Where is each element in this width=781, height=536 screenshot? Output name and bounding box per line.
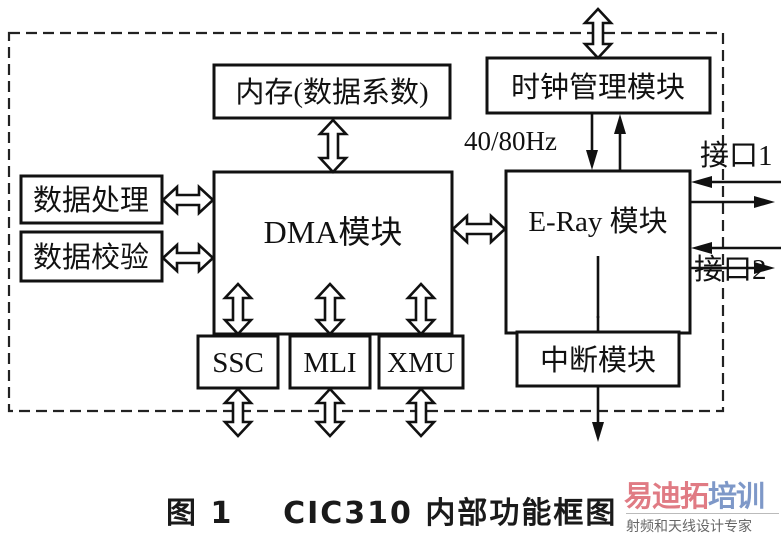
ssc-label: SSC <box>212 347 264 379</box>
eray-block: E-Ray 模块 <box>504 169 692 335</box>
clock-management-block: 时钟管理模块 <box>485 56 712 115</box>
dma-xmu-bus-arrow <box>405 282 437 336</box>
dma-block-label: DMA模块 <box>264 214 403 250</box>
watermark-tagline: 射频和天线设计专家 <box>626 519 752 535</box>
clock-to-eray-arrow <box>586 113 598 170</box>
dma-mli-bus-arrow <box>314 282 346 336</box>
data-processing-block: 数据处理 <box>19 174 164 225</box>
mli-block: MLI <box>288 334 372 390</box>
interface2-in-arrow <box>691 242 781 254</box>
interrupt-block-label: 中断模块 <box>540 344 656 377</box>
memory-block: 内存(数据系数) <box>212 63 452 120</box>
interface1-label: 接口1 <box>700 139 773 172</box>
watermark-divider <box>626 513 779 514</box>
mli-external-bus-arrow <box>314 387 346 438</box>
eray-block-label: E-Ray 模块 <box>528 205 667 238</box>
eray-to-clock-arrow <box>614 114 626 171</box>
memory-block-label: 内存(数据系数) <box>235 76 428 109</box>
data-check-dma-bus-arrow <box>161 242 215 274</box>
interface1-in-arrow <box>691 176 781 188</box>
interface1-out-arrow <box>690 196 775 208</box>
bus-arrows <box>161 7 614 438</box>
mli-label: MLI <box>303 347 356 379</box>
clock-frequency-label: 40/80Hz <box>464 126 557 156</box>
external-clock-bus-arrow <box>582 7 614 60</box>
watermark-brand-part1: 易迪拓 <box>624 479 709 513</box>
clock-management-label: 时钟管理模块 <box>511 71 685 104</box>
interface2-out-arrow <box>690 262 775 274</box>
figure-caption: 图 1 CIC310 内部功能框图 <box>166 488 617 532</box>
memory-dma-bus-arrow <box>317 118 349 174</box>
interrupt-block: 中断模块 <box>515 330 681 388</box>
watermark: 易迪拓培训 射频和天线设计专家 <box>624 480 781 536</box>
ssc-block: SSC <box>196 334 280 390</box>
xmu-block: XMU <box>377 334 465 390</box>
data-check-block: 数据校验 <box>19 230 164 283</box>
data-processing-label: 数据处理 <box>33 184 149 217</box>
xmu-external-bus-arrow <box>405 387 437 438</box>
ssc-external-bus-arrow <box>222 387 254 438</box>
chip-boundary <box>7 31 725 413</box>
data-processing-dma-bus-arrow <box>161 184 215 216</box>
watermark-brand: 易迪拓培训 <box>624 480 781 512</box>
xmu-label: XMU <box>387 347 455 379</box>
interrupt-output-arrow <box>592 386 604 442</box>
dma-eray-bus-arrow <box>451 213 507 245</box>
figure-title: CIC310 内部功能框图 <box>283 496 618 531</box>
data-check-label: 数据校验 <box>33 241 149 274</box>
block-diagram: 内存(数据系数) 时钟管理模块 DMA模块 E-Ray 模块 数据处理 数据校验… <box>7 7 781 442</box>
dma-ssc-bus-arrow <box>222 282 254 336</box>
figure-number: 图 1 <box>166 496 234 531</box>
watermark-brand-part2: 培训 <box>708 479 765 513</box>
